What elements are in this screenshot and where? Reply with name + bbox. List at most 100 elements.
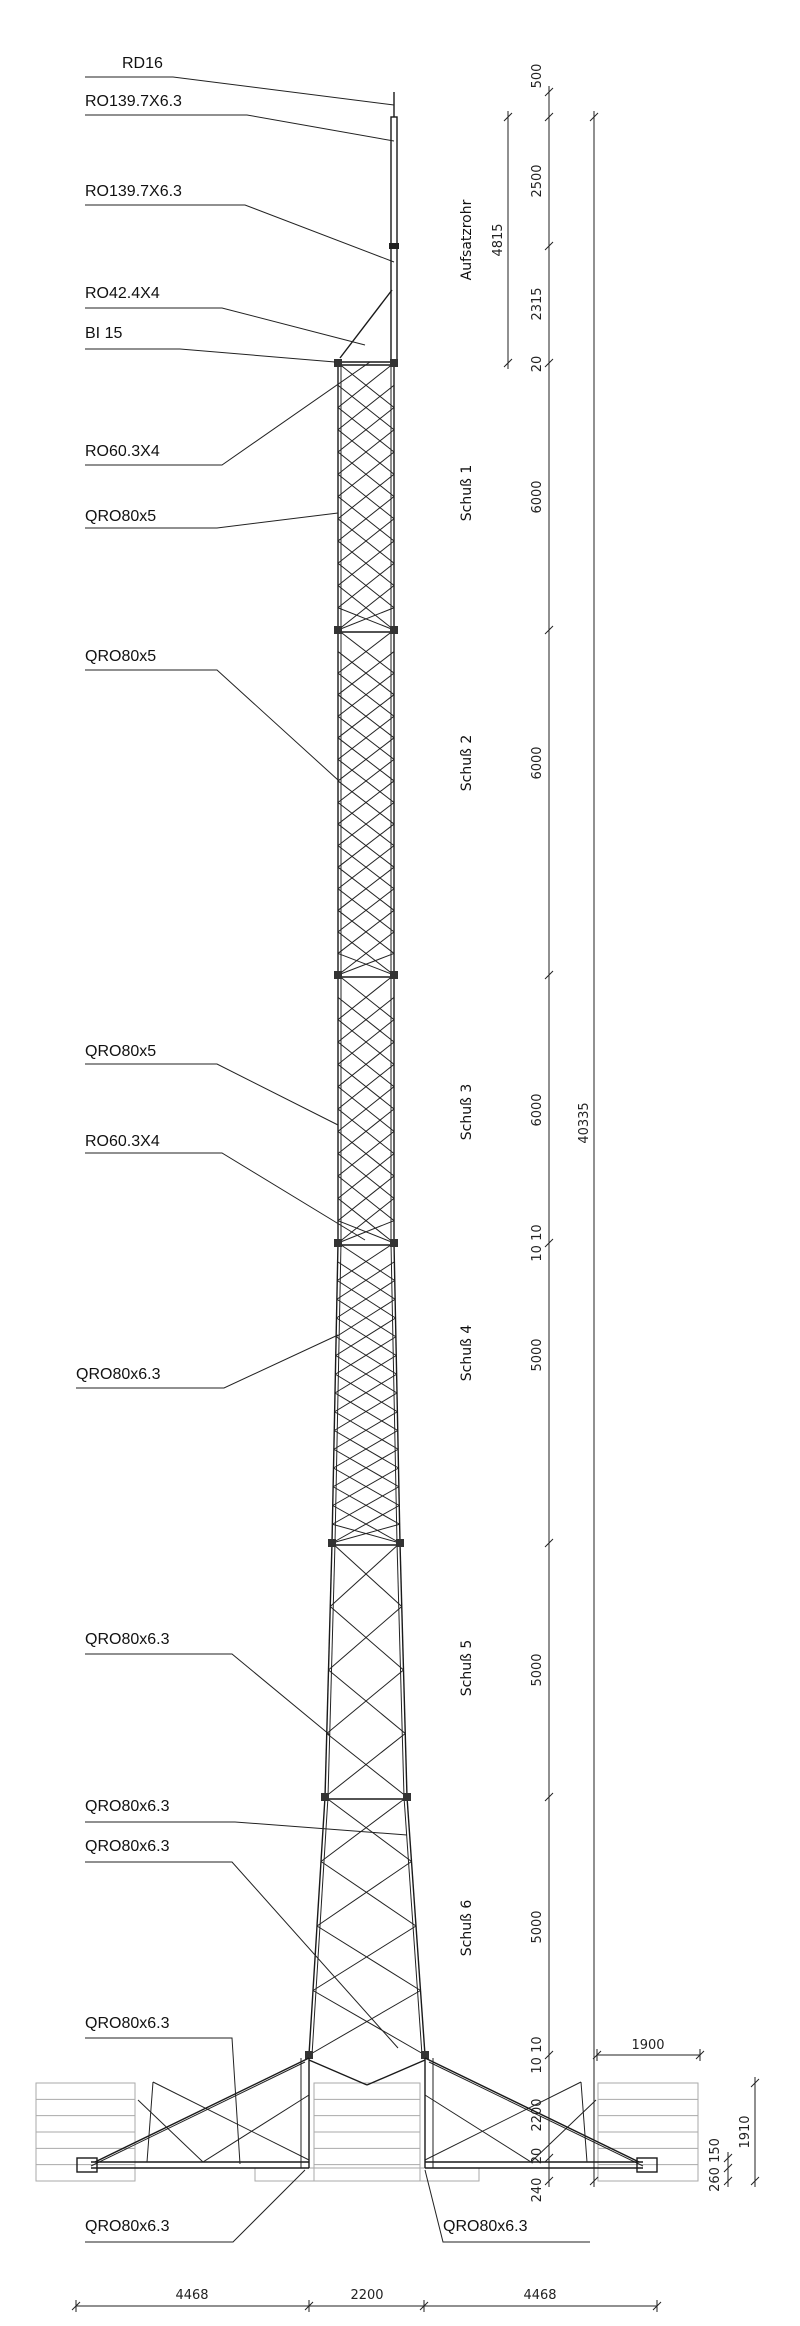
diagonal-brace xyxy=(337,823,395,868)
outrigger-left-top-chord xyxy=(94,2057,310,2163)
leader-line-1 xyxy=(85,114,395,142)
diagonal-brace xyxy=(312,1990,426,2056)
dim-10-10-lower: 10 10 xyxy=(530,2036,545,2073)
dim-1910: 1910 xyxy=(738,2115,753,2148)
label-outrigger-chord: QRO80x6.3 xyxy=(85,2015,170,2032)
dim-6000-s2: 6000 xyxy=(530,746,545,779)
label-leg-s4: QRO80x6.3 xyxy=(76,1366,161,1383)
flange-joint xyxy=(390,971,398,979)
section-aufsatzrohr: Aufsatzrohr xyxy=(459,199,475,280)
diagonal-brace xyxy=(337,607,395,631)
diagonal-brace xyxy=(326,1669,404,1734)
label-diag-s6: QRO80x6.3 xyxy=(85,1838,170,1855)
diagonal-brace xyxy=(337,1019,395,1065)
label-plate: BI 15 xyxy=(85,325,122,342)
dim-base-right: 4468 xyxy=(523,2288,556,2303)
diagonal-brace xyxy=(332,1467,399,1506)
outrigger-left-diagonal xyxy=(152,2081,310,2161)
outrigger-left-foot-plate xyxy=(76,2157,98,2173)
outrigger-right-diagonal xyxy=(424,2081,582,2161)
flange-joint xyxy=(321,1793,329,1801)
diagonal-brace xyxy=(337,694,395,739)
dim-base-left: 4468 xyxy=(175,2288,208,2303)
outrigger-right-top-chord-inner xyxy=(428,2061,644,2167)
flange-joint xyxy=(334,971,342,979)
diagonal-brace xyxy=(337,1130,395,1177)
label-leg-s1: QRO80x5 xyxy=(85,508,156,525)
diagonal-brace xyxy=(337,384,395,431)
outrigger-left-diagonal xyxy=(202,2094,310,2163)
dim-5000-s5: 5000 xyxy=(530,1653,545,1686)
dim-5000-s4: 5000 xyxy=(530,1338,545,1371)
section-4: Schuß 4 xyxy=(459,1325,475,1382)
leader-line-2 xyxy=(85,204,395,263)
diagonal-brace xyxy=(329,1542,401,1607)
diagonal-brace xyxy=(336,1242,395,1281)
dim-2315: 2315 xyxy=(530,287,545,320)
diagonal-brace xyxy=(337,909,395,954)
diagonal-brace xyxy=(337,931,395,976)
flange-joint xyxy=(390,626,398,634)
diagonal-brace xyxy=(320,1861,417,1927)
diagonal-brace xyxy=(331,1523,400,1544)
diagonal-brace xyxy=(326,1733,408,1798)
label-lower-pipe: RO139.7X6.3 xyxy=(85,183,182,200)
dim-6000-s1: 6000 xyxy=(530,480,545,513)
leader-line-5 xyxy=(85,361,371,466)
foundation-center-plinth xyxy=(254,2167,480,2182)
leg-left-inner-s4 xyxy=(334,1242,342,1544)
dim-20-top: 20 xyxy=(530,356,545,373)
mast-flange xyxy=(389,243,399,249)
dim-500: 500 xyxy=(530,64,545,89)
leader-line-11 xyxy=(85,1653,331,1736)
leader-line-4 xyxy=(85,348,336,363)
top-mast-pipe xyxy=(390,116,398,364)
dim-6000-s3: 6000 xyxy=(530,1093,545,1126)
outrigger-right-diagonal xyxy=(424,2094,532,2163)
diagonal-brace xyxy=(337,518,395,564)
dim-20-bottom: 20 xyxy=(530,2148,545,2165)
diagonal-brace xyxy=(337,802,395,847)
diagonal-brace xyxy=(337,429,395,475)
diagonal-brace xyxy=(337,1175,395,1222)
leader-line-3 xyxy=(85,307,366,346)
diagonal-brace xyxy=(333,1392,398,1431)
diagonal-brace xyxy=(337,715,395,760)
diagonal-brace xyxy=(337,496,395,542)
label-leg-s6: QRO80x6.3 xyxy=(85,1798,170,1815)
flange-joint xyxy=(305,2051,313,2059)
diagonal-brace xyxy=(337,672,395,717)
diagonal-brace xyxy=(337,1153,395,1199)
flange-joint xyxy=(328,1539,336,1547)
diagonal-brace xyxy=(324,1733,406,1798)
diagonal-brace xyxy=(316,1861,412,1927)
dim-4815: 4815 xyxy=(491,223,506,256)
section-1: Schuß 1 xyxy=(459,465,475,522)
outrigger-left-diagonal xyxy=(146,2081,154,2163)
dim-5000-s6: 5000 xyxy=(530,1910,545,1943)
diagonal-brace xyxy=(337,562,395,609)
diagonal-brace xyxy=(337,737,395,782)
diagonal-brace xyxy=(337,1086,395,1132)
outrigger-left-top-chord-inner xyxy=(90,2061,306,2167)
leader-line-16 xyxy=(424,2169,590,2243)
base-v-brace xyxy=(366,2059,426,2086)
diagonal-brace xyxy=(337,1220,395,1244)
foundations xyxy=(35,2082,699,2182)
base-v-brace xyxy=(308,2059,368,2086)
diagonal-brace xyxy=(337,451,395,497)
flange-joint xyxy=(390,359,398,367)
diagonal-brace xyxy=(312,1925,417,1991)
diagonal-brace xyxy=(337,629,395,674)
flange-joint xyxy=(403,1793,411,1801)
diagonal-brace xyxy=(337,473,395,520)
diagonal-brace xyxy=(337,888,395,933)
leader-line-6 xyxy=(85,512,339,529)
leg-left-inner-s6 xyxy=(311,1796,329,2056)
outrigger-right-diagonal xyxy=(530,2099,597,2163)
label-leaders xyxy=(76,76,590,2243)
leader-line-13 xyxy=(85,1861,399,2049)
outrigger-right-top-chord xyxy=(424,2057,640,2163)
leg-right-inner-s6 xyxy=(403,1796,423,2056)
